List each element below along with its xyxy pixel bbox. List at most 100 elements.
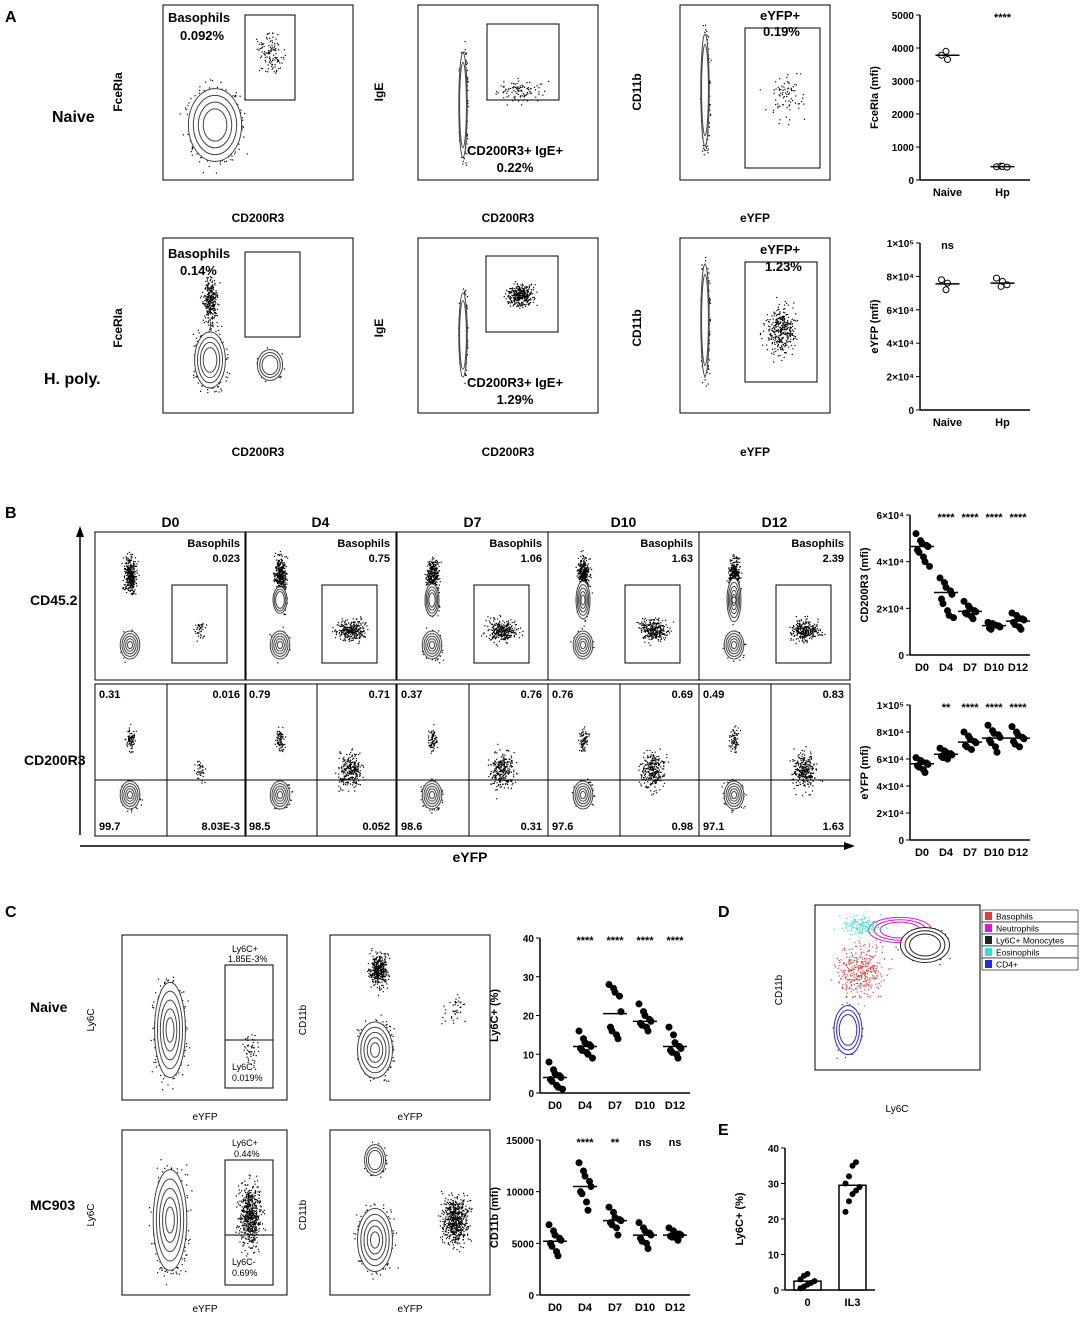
event-dot: [278, 49, 280, 51]
event-dot: [197, 382, 199, 384]
event-dot: [503, 85, 505, 87]
event-dot: [522, 99, 524, 101]
event-dot: [272, 36, 274, 38]
event-dot: [520, 89, 522, 91]
event-dot: [283, 48, 286, 51]
event-dot: [226, 348, 228, 350]
event-dot: [261, 46, 263, 48]
flow-cloud: [192, 328, 231, 394]
event-dot: [270, 50, 272, 52]
event-dot: [785, 100, 787, 102]
event-dot: [227, 357, 229, 359]
event-dot: [710, 113, 712, 115]
event-dot: [508, 95, 510, 97]
data-point: [944, 56, 951, 64]
event-dot: [226, 371, 228, 373]
event-dot: [275, 38, 277, 40]
event-dot: [521, 84, 523, 86]
panel-letter-a: A: [5, 9, 17, 26]
event-dot: [211, 80, 214, 82]
event-dot: [779, 95, 781, 97]
event-dot: [509, 87, 512, 90]
event-dot: [464, 40, 466, 43]
event-dot: [268, 32, 270, 34]
event-dot: [798, 107, 800, 109]
event-dot: [226, 358, 228, 360]
event-dot: [258, 49, 260, 51]
event-dot: [269, 62, 271, 64]
event-dot: [787, 74, 789, 76]
event-dot: [271, 64, 274, 66]
gate-percent: 0.14%: [180, 263, 217, 278]
event-dot: [232, 95, 234, 97]
event-dot: [704, 24, 707, 26]
event-dot: [506, 104, 508, 106]
event-dot: [275, 71, 278, 73]
event-dot: [231, 155, 233, 157]
event-dot: [193, 345, 195, 347]
event-dot: [775, 99, 777, 101]
event-dot: [792, 89, 794, 92]
event-dot: [512, 87, 514, 89]
event-dot: [196, 153, 198, 155]
event-dot: [794, 83, 796, 85]
event-dot: [179, 113, 181, 115]
event-dot: [709, 114, 711, 117]
event-dot: [198, 161, 201, 163]
event-dot: [260, 67, 262, 69]
event-dot: [782, 92, 784, 94]
gate-label: CD200R3+ IgE+: [467, 143, 564, 158]
event-dot: [272, 49, 274, 51]
event-dot: [517, 86, 519, 88]
event-dot: [269, 41, 272, 43]
flow-plot-a-naive-2: CD200R3+ IgE+ 0.22% IgE CD200R3: [372, 4, 599, 225]
event-dot: [516, 92, 518, 95]
event-dot: [701, 150, 704, 152]
event-dot: [781, 94, 783, 96]
event-dot: [778, 122, 780, 125]
event-dot: [234, 96, 236, 98]
x-axis-label: CD200R3: [482, 211, 535, 225]
event-dot: [208, 87, 211, 89]
event-dot: [800, 73, 802, 75]
event-dot: [262, 43, 264, 45]
event-dot: [503, 81, 505, 83]
event-dot: [461, 156, 463, 159]
event-dot: [272, 32, 274, 34]
event-dot: [277, 59, 279, 61]
event-dot: [277, 44, 280, 46]
event-dot: [261, 47, 263, 49]
event-dot: [792, 99, 794, 102]
event-dot: [256, 38, 258, 40]
event-dot: [516, 82, 518, 85]
event-dot: [268, 45, 270, 47]
event-dot: [790, 87, 792, 89]
event-dot: [264, 56, 267, 59]
x-axis-label: eYFP: [740, 211, 770, 225]
event-dot: [523, 95, 526, 98]
event-dot: [773, 89, 775, 91]
event-dot: [507, 90, 509, 92]
event-dot: [232, 159, 234, 161]
event-dot: [790, 88, 792, 90]
event-dot: [210, 79, 212, 81]
event-dot: [264, 59, 266, 61]
y-tick-label: 2000: [892, 110, 915, 121]
event-dot: [266, 56, 268, 58]
event-dot: [271, 65, 273, 68]
event-dot: [527, 88, 529, 90]
event-dot: [785, 92, 787, 94]
event-dot: [275, 57, 278, 60]
event-dot: [243, 136, 245, 138]
event-dot: [525, 94, 527, 97]
event-dot: [778, 89, 781, 91]
event-dot: [777, 86, 779, 88]
event-dot: [777, 105, 779, 108]
event-dot: [506, 92, 508, 94]
event-dot: [786, 93, 788, 96]
event-dot: [782, 103, 784, 106]
event-dot: [523, 94, 525, 96]
flow-cloud: [179, 79, 248, 174]
event-dot: [521, 95, 523, 97]
event-dot: [242, 119, 244, 121]
